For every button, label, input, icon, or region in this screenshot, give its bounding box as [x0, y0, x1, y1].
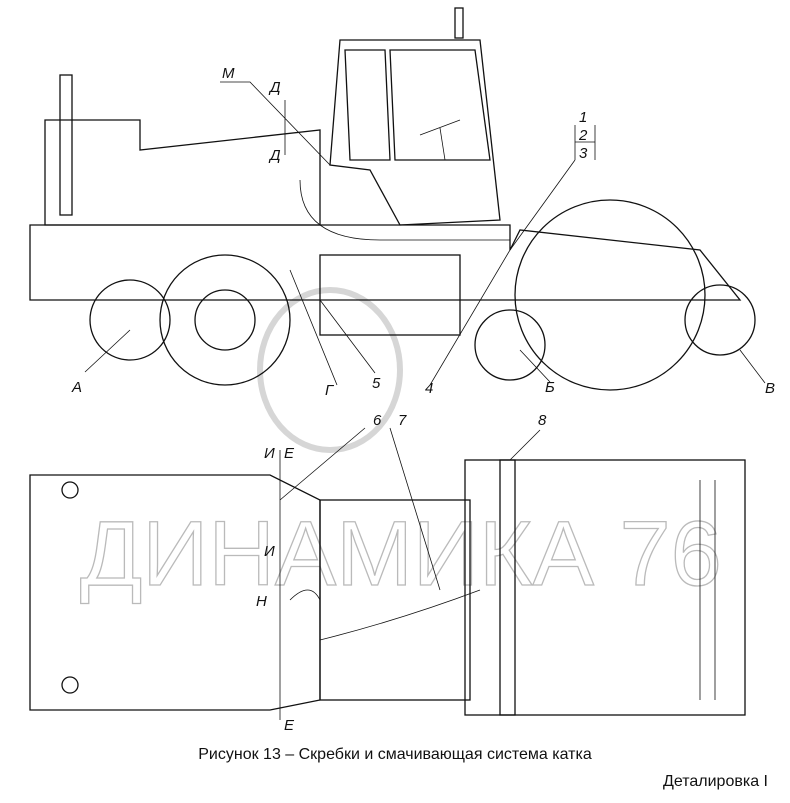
svg-text:Б: Б [545, 379, 555, 396]
figure-caption: Рисунок 13 – Скребки и смачивающая систе… [198, 746, 592, 763]
side-view: М Д Д 1 2 3 А Г 5 4 Б В [29, 7, 775, 591]
svg-text:Г: Г [325, 382, 335, 399]
svg-text:7: 7 [398, 412, 407, 429]
svg-text:А: А [71, 379, 82, 396]
section-label: Деталировка I [663, 773, 768, 790]
svg-text:И: И [264, 543, 275, 560]
svg-text:1: 1 [579, 109, 587, 126]
svg-text:Е: Е [284, 445, 295, 462]
top-view: 6 7 8 И Е И Н Е [29, 412, 746, 734]
svg-text:5: 5 [372, 375, 381, 392]
svg-text:ДИНАМИКА 76: ДИНАМИКА 76 [80, 503, 722, 605]
svg-text:И: И [264, 445, 275, 462]
svg-text:2: 2 [578, 127, 588, 144]
svg-text:Н: Н [256, 593, 267, 610]
svg-text:М: М [222, 65, 235, 82]
svg-text:8: 8 [538, 412, 547, 429]
svg-text:Д: Д [268, 79, 281, 96]
svg-text:Д: Д [268, 147, 281, 164]
svg-text:В: В [765, 380, 775, 397]
svg-text:Е: Е [284, 717, 295, 734]
svg-text:3: 3 [579, 145, 588, 162]
svg-text:4: 4 [425, 380, 433, 397]
watermark: ДИНАМИКА 76 [79, 287, 722, 606]
svg-text:6: 6 [373, 412, 382, 429]
